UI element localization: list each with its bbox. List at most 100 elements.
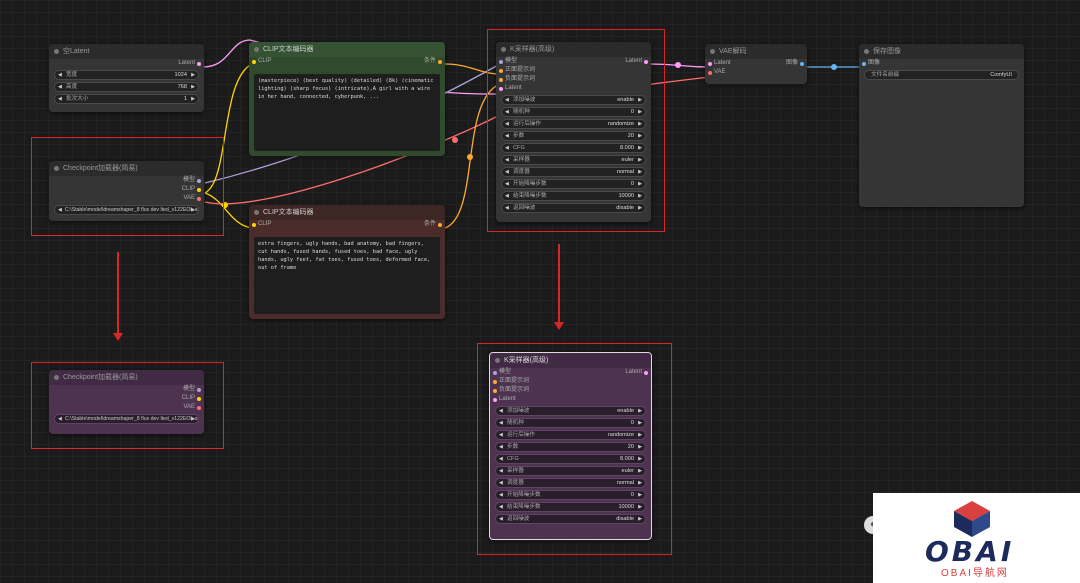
arrow-left-icon[interactable]: ◀ (499, 480, 503, 486)
arrow-left-icon[interactable]: ◀ (505, 169, 509, 175)
arrow-right-icon[interactable]: ▶ (638, 145, 642, 151)
arrow-left-icon[interactable]: ◀ (58, 207, 62, 213)
collapse-dot-icon[interactable] (54, 375, 59, 380)
image-pin-icon[interactable] (800, 61, 804, 66)
model-pin-icon[interactable] (493, 370, 497, 375)
ckpt-name-widget[interactable]: ◀C:\Stable\model\dreamshaper_8 flux dev … (54, 414, 199, 424)
node-title[interactable]: K采样器(高级) (496, 42, 651, 57)
clip-pin-icon[interactable] (252, 222, 256, 227)
arrow-right-icon[interactable]: ▶ (638, 504, 642, 510)
clip-io-row[interactable]: CLIP 条件 (249, 220, 445, 229)
arrow-right-icon[interactable]: ▶ (638, 133, 642, 139)
collapse-dot-icon[interactable] (495, 358, 500, 363)
input-negative[interactable]: 负面提示词 (490, 386, 651, 395)
arrow-right-icon[interactable]: ▶ (638, 432, 642, 438)
output-vae[interactable]: VAE (49, 194, 204, 203)
vae-pin-icon[interactable] (197, 405, 201, 410)
arrow-left-icon[interactable]: ◀ (499, 492, 503, 498)
latent-pin-icon[interactable] (708, 61, 712, 66)
output-model[interactable]: 模型 (49, 176, 204, 185)
arrow-right-icon[interactable]: ▶ (638, 408, 642, 414)
arrow-right-icon[interactable]: ▶ (638, 181, 642, 187)
arrow-left-icon[interactable]: ◀ (505, 121, 509, 127)
node-title[interactable]: 保存图像 (859, 44, 1024, 59)
model-pin-icon[interactable] (499, 59, 503, 64)
output-model[interactable]: 模型 (49, 385, 204, 394)
conditioning-pin-icon[interactable] (499, 68, 503, 73)
arrow-right-icon[interactable]: ▶ (638, 420, 642, 426)
arrow-right-icon[interactable]: ▶ (638, 205, 642, 211)
arrow-right-icon[interactable]: ▶ (638, 97, 642, 103)
clip-io-row[interactable]: CLIP 条件 (249, 57, 445, 66)
node-title[interactable]: Checkpoint加载器(简易) (49, 161, 204, 176)
arrow-right-icon[interactable]: ▶ (638, 492, 642, 498)
checkpoint-copy-node[interactable]: Checkpoint加载器(简易) 模型 CLIP VAE ◀C:\Stable… (49, 370, 204, 434)
node-title[interactable]: VAE解码 (705, 44, 807, 59)
node-title[interactable]: Checkpoint加载器(简易) (49, 370, 204, 385)
clip-pin-icon[interactable] (197, 187, 201, 192)
arrow-left-icon[interactable]: ◀ (499, 420, 503, 426)
arrow-left-icon[interactable]: ◀ (505, 109, 509, 115)
arrow-right-icon[interactable]: ▶ (638, 157, 642, 163)
arrow-left-icon[interactable]: ◀ (499, 468, 503, 474)
arrow-right-icon[interactable]: ▶ (191, 72, 195, 78)
arrow-left-icon[interactable]: ◀ (499, 456, 503, 462)
arrow-right-icon[interactable]: ▶ (191, 96, 195, 102)
collapse-dot-icon[interactable] (54, 166, 59, 171)
clip-negative-node[interactable]: CLIP文本编码器 CLIP 条件 extra fingers, ugly ha… (249, 205, 445, 319)
arrow-right-icon[interactable]: ▶ (191, 207, 195, 213)
arrow-left-icon[interactable]: ◀ (505, 205, 509, 211)
arrow-right-icon[interactable]: ▶ (638, 121, 642, 127)
model-pin-icon[interactable] (197, 178, 201, 183)
node-title[interactable]: CLIP文本编码器 (249, 205, 445, 220)
arrow-right-icon[interactable]: ▶ (638, 193, 642, 199)
collapse-dot-icon[interactable] (710, 49, 715, 54)
arrow-right-icon[interactable]: ▶ (191, 84, 195, 90)
ckpt-name-widget[interactable]: ◀C:\Stable\model\dreamshaper_8 flux dev … (54, 205, 199, 215)
input-positive[interactable]: 正面提示词 (496, 66, 651, 75)
prompt-textarea[interactable]: extra fingers, ugly hands, bad anatomy, … (254, 237, 440, 314)
arrow-right-icon[interactable]: ▶ (638, 169, 642, 175)
input-latent[interactable]: Latent (496, 84, 651, 93)
output-clip[interactable]: CLIP (49, 394, 204, 403)
clip-pin-icon[interactable] (197, 396, 201, 401)
node-title[interactable]: K采样器(高级) (490, 353, 651, 368)
arrow-right-icon[interactable]: ▶ (638, 468, 642, 474)
arrow-left-icon[interactable]: ◀ (58, 96, 62, 102)
input-positive[interactable]: 正面提示词 (490, 377, 651, 386)
collapse-dot-icon[interactable] (864, 49, 869, 54)
prompt-textarea[interactable]: (masterpiece) (best quality) (detailed) … (254, 74, 440, 151)
latent-pin-icon[interactable] (493, 397, 497, 402)
arrow-left-icon[interactable]: ◀ (499, 504, 503, 510)
image-pin-icon[interactable] (862, 61, 866, 66)
arrow-left-icon[interactable]: ◀ (505, 193, 509, 199)
input-latent[interactable]: Latent (490, 395, 651, 404)
arrow-left-icon[interactable]: ◀ (505, 157, 509, 163)
conditioning-pin-icon[interactable] (438, 222, 442, 227)
arrow-right-icon[interactable]: ▶ (638, 480, 642, 486)
collapse-dot-icon[interactable] (254, 210, 259, 215)
